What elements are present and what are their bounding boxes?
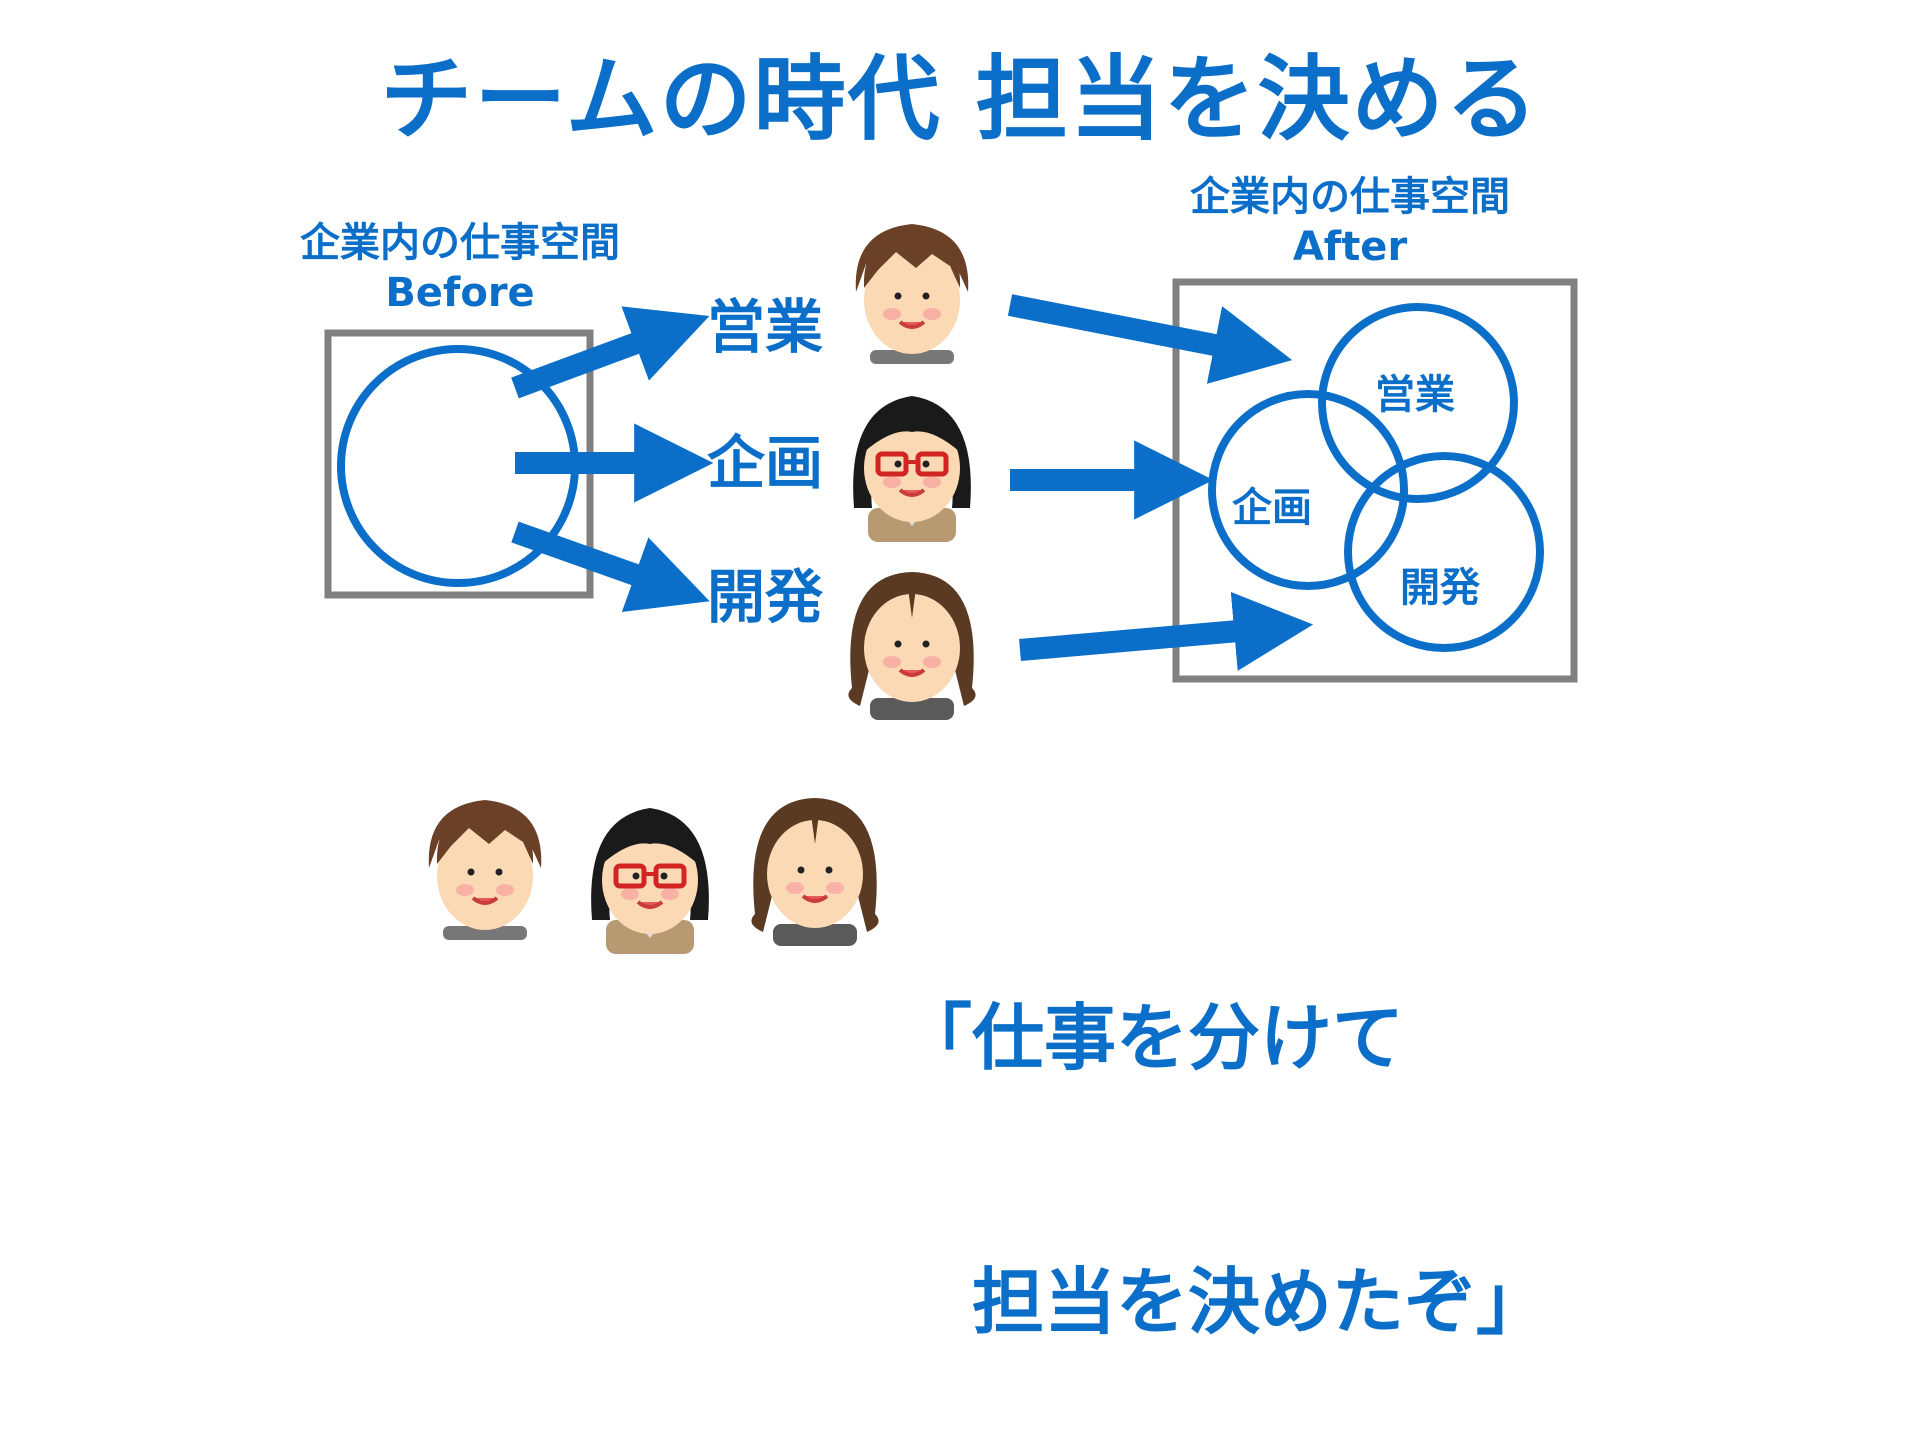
- before-caption-line2: Before: [385, 270, 535, 316]
- after-circle-sales: [1318, 303, 1518, 503]
- role-label-development: 開発: [707, 563, 824, 631]
- bottom-person-sales-icon: [428, 800, 542, 940]
- person-development-icon: [848, 572, 976, 720]
- arrow-to-development: [511, 521, 710, 613]
- after-caption-line1: 企業内の仕事空間: [1190, 174, 1510, 220]
- bottom-person-development-icon: [751, 798, 879, 946]
- person-sales-icon: [855, 224, 969, 364]
- after-circle-development: [1344, 452, 1544, 652]
- person-planning-icon: [853, 396, 971, 542]
- after-caption: 企業内の仕事空間 After: [1140, 172, 1560, 272]
- before-caption-line1: 企業内の仕事空間: [300, 220, 620, 266]
- quote-line2: 担当を決めたぞ」: [900, 1260, 1549, 1344]
- after-label-sales: 営業: [1375, 372, 1455, 418]
- after-label-planning: 企画: [1232, 485, 1312, 531]
- arrow-development-to-after: [1019, 591, 1314, 671]
- before-caption: 企業内の仕事空間 Before: [250, 218, 670, 318]
- after-label-development: 開発: [1400, 565, 1480, 611]
- role-label-sales: 営業: [707, 293, 824, 361]
- arrow-to-sales: [511, 306, 710, 399]
- role-label-planning: 企画: [707, 429, 824, 497]
- arrow-sales-to-after: [1007, 294, 1293, 384]
- after-caption-line2: After: [1292, 224, 1408, 270]
- page-title: チームの時代 担当を決める: [380, 46, 1540, 153]
- diagram-canvas: [324, 224, 1578, 954]
- bottom-person-planning-icon: [591, 808, 709, 954]
- quote-line1: 「仕事を分けて: [900, 996, 1405, 1080]
- speech-quote: 「仕事を分けて 担当を決めたぞ」: [900, 818, 1548, 1434]
